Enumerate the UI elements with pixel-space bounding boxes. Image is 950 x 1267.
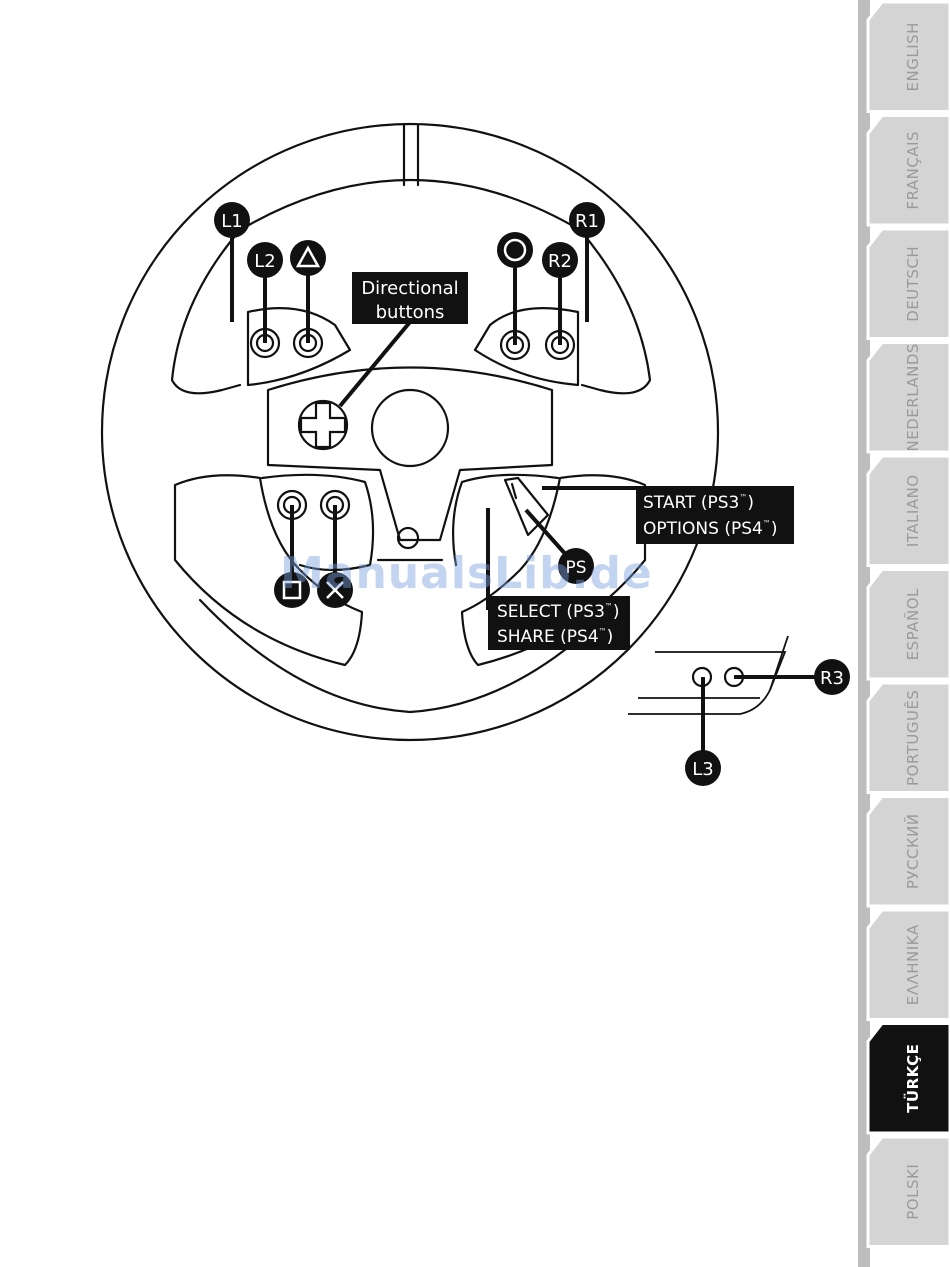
start-label: START (PS3™) [643, 493, 754, 513]
left-upper-paddle [172, 230, 240, 393]
directional-label-line1: Directional [361, 278, 458, 299]
language-tab-label: DEUTSCH [904, 246, 922, 322]
r3-label: R3 [820, 668, 844, 689]
language-tab-label: ΕΛΛΗΝΙΚΑ [904, 924, 922, 1005]
l1-label: L1 [221, 211, 242, 232]
watermark: ManualsLib.de [280, 548, 653, 599]
right-button-pod [475, 308, 578, 385]
language-tabs: ENGLISH FRANÇAIS DEUTSCH NEDERLANDS ITALIANO… [858, 0, 950, 1267]
triangle-badge [290, 240, 326, 276]
select-label: SELECT (PS3™) [497, 602, 620, 622]
l3-label: L3 [692, 759, 713, 780]
language-tab-label: POLSKI [904, 1164, 922, 1220]
language-tab-label: PORTUGUÊS [903, 690, 922, 786]
language-tab-label: ESPAÑOL [903, 588, 922, 660]
options-label: OPTIONS (PS4™) [643, 519, 777, 539]
r1-label: R1 [575, 211, 599, 232]
r2-label: R2 [548, 251, 572, 272]
language-tab-label: FRANÇAIS [904, 131, 922, 210]
share-label: SHARE (PS4™) [497, 627, 613, 647]
circle-badge [497, 232, 533, 268]
language-tab-label: TÜRKÇE [903, 1044, 922, 1113]
l2-label: L2 [254, 251, 275, 272]
language-tab-label: NEDERLANDS [904, 343, 922, 451]
wheel-inner-rim [240, 180, 580, 230]
dpad [299, 401, 347, 449]
language-tab-label: ITALIANO [904, 474, 922, 547]
language-tab-label: РУССКИЙ [903, 813, 922, 889]
hub-center [372, 390, 448, 466]
right-upper-paddle [580, 230, 650, 393]
wheel-hub [268, 368, 552, 541]
language-tab-label: ENGLISH [904, 22, 922, 91]
hub-screw [398, 528, 418, 548]
top-center-marker [404, 125, 418, 185]
directional-label-line2: buttons [376, 302, 445, 323]
